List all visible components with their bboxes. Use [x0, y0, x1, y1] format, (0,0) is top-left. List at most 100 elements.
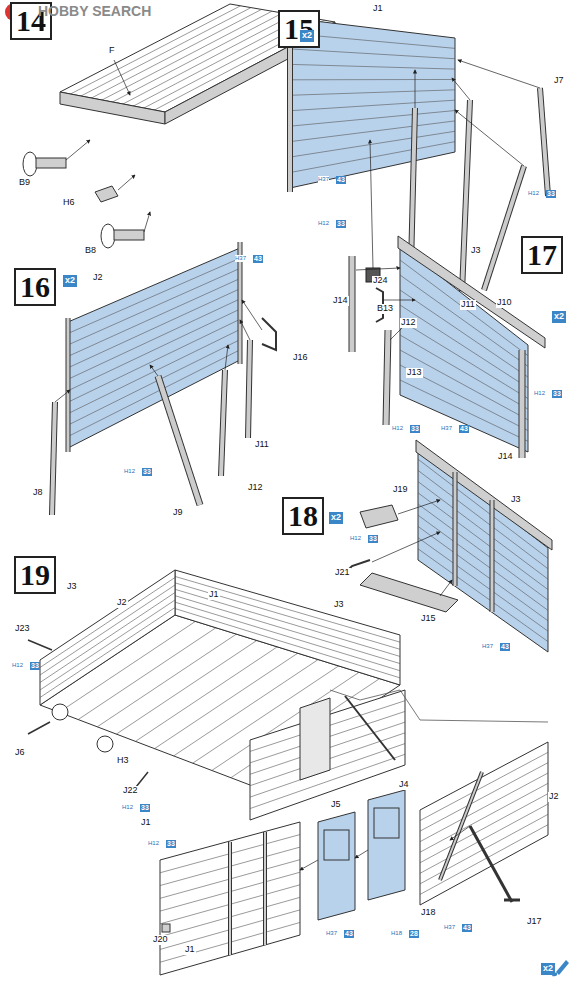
- plank-panel: [420, 742, 548, 905]
- part-number: B9: [18, 178, 31, 188]
- paint-color-number: 33: [546, 190, 556, 198]
- post: [440, 772, 482, 880]
- part-number: J12: [400, 318, 417, 328]
- post: [462, 100, 470, 292]
- post: [386, 330, 388, 425]
- part-number: J10: [496, 298, 513, 308]
- plank-line: [400, 350, 528, 420]
- plank-line: [71, 6, 241, 94]
- plank-line: [290, 142, 455, 173]
- plank-line: [420, 804, 548, 873]
- plank-line: [290, 90, 455, 95]
- paint-color-number: 28: [409, 930, 419, 938]
- leader-line: [355, 850, 368, 858]
- paint-color-number: 43: [462, 924, 472, 932]
- part-number: J24: [372, 276, 389, 286]
- part-number: B8: [84, 246, 97, 256]
- part-number: J8: [32, 488, 44, 498]
- plank-panel: [40, 570, 175, 705]
- plank-line: [68, 319, 240, 402]
- part-number: J12: [247, 483, 264, 493]
- part-number: F: [108, 46, 116, 56]
- paint-color-number: 33: [140, 804, 150, 812]
- part-number: J14: [497, 452, 514, 462]
- part-number: J3: [470, 246, 482, 256]
- post: [228, 842, 232, 955]
- post: [248, 340, 250, 438]
- plank-line: [135, 647, 277, 742]
- part-number: J13: [406, 368, 423, 378]
- plank-line: [175, 589, 400, 656]
- paint-code: H37: [482, 643, 493, 650]
- paint-code: H12: [124, 468, 135, 475]
- door-panel: [368, 790, 405, 900]
- plank-line: [400, 260, 528, 356]
- part-number: J23: [14, 624, 31, 634]
- door-detail: [324, 830, 349, 860]
- leader-line: [240, 320, 250, 340]
- part-number: J1: [208, 590, 220, 600]
- step-number-box: 15: [278, 10, 320, 48]
- paint-code: H12: [122, 804, 133, 811]
- paint-color-number: 33: [336, 220, 346, 228]
- plank-line: [290, 121, 455, 142]
- leader-line: [398, 500, 440, 514]
- leader-line: [144, 212, 150, 232]
- part-number: J22: [122, 786, 139, 796]
- part-number: J3: [333, 600, 345, 610]
- buffer-head: [52, 704, 68, 720]
- paint-code: H37: [235, 255, 246, 262]
- plank-line: [290, 79, 455, 80]
- quantity-badge: x2: [63, 275, 77, 287]
- leader-line: [242, 300, 262, 330]
- part-number: J3: [510, 495, 522, 505]
- plank-line: [68, 309, 240, 391]
- post: [440, 772, 482, 880]
- part-number: J15: [420, 614, 437, 624]
- buffer-head: [23, 152, 37, 176]
- post: [519, 350, 526, 458]
- plank-line: [175, 576, 400, 642]
- part-number: J1: [140, 818, 152, 828]
- quantity-badge: x2: [541, 963, 555, 975]
- post: [229, 842, 231, 955]
- step-number-box: 17: [521, 236, 563, 274]
- part-number: J20: [152, 935, 169, 945]
- step-number-box: 19: [14, 556, 56, 594]
- plank-line: [68, 350, 240, 437]
- leader-line: [150, 365, 158, 376]
- plank-panel: [175, 570, 400, 685]
- post: [484, 166, 524, 290]
- plank-line: [290, 100, 455, 111]
- plank-line: [400, 380, 528, 441]
- paint-code: H12: [392, 425, 403, 432]
- plank-line: [290, 49, 455, 59]
- plank-line: [420, 752, 548, 820]
- part-number: J2: [548, 792, 560, 802]
- paint-color-number: 33: [142, 468, 152, 476]
- buffer-head: [97, 736, 113, 752]
- watermark: HOBBY SEARCH: [38, 4, 151, 19]
- quantity-badge: x2: [300, 30, 314, 42]
- step-number: 18: [288, 499, 318, 532]
- plank-line: [68, 289, 240, 368]
- leader-line: [300, 860, 318, 870]
- part-number: B13: [376, 304, 394, 314]
- step-plate: [360, 505, 398, 528]
- post: [484, 166, 524, 290]
- paint-code: H18: [391, 930, 402, 937]
- leader-line: [450, 826, 470, 840]
- paint-color-number: 43: [344, 930, 354, 938]
- part-number: J16: [292, 353, 309, 363]
- paint-code: H12: [318, 220, 329, 227]
- step-board: [360, 573, 458, 612]
- paint-code: H12: [528, 190, 539, 197]
- part-number: J21: [334, 568, 351, 578]
- plank-line: [40, 585, 175, 675]
- paint-color-number: 43: [253, 255, 263, 263]
- paint-code: H37: [441, 425, 452, 432]
- post: [454, 472, 457, 586]
- leader-line: [455, 110, 524, 166]
